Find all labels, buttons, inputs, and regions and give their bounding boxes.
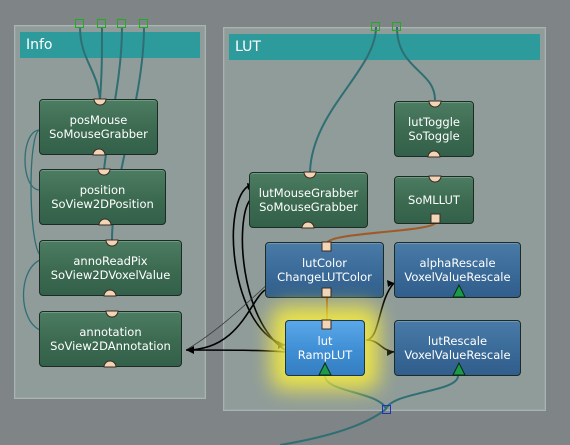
connection-wire <box>241 199 286 351</box>
module-annoReadPix[interactable]: annoReadPix SoView2DVoxelValue <box>39 240 182 296</box>
connection-wire <box>99 26 103 101</box>
module-annotation[interactable]: annotation SoView2DAnnotation <box>39 311 182 367</box>
square-connector-icon[interactable] <box>371 22 380 31</box>
module-name: annoReadPix <box>73 254 148 268</box>
module-name: lutRescale <box>427 334 488 348</box>
square-connector-icon[interactable] <box>139 19 148 28</box>
module-lutColor[interactable]: lutColor ChangeLUTColor <box>265 242 384 298</box>
module-posMouse[interactable]: posMouse SoMouseGrabber <box>39 99 158 155</box>
module-name: lutToggle <box>408 115 460 129</box>
module-type: SoMouseGrabber <box>49 127 148 141</box>
connection-wire <box>30 129 41 256</box>
connection-wire <box>185 349 286 353</box>
module-lutToggle[interactable]: lutToggle SoToggle <box>394 101 474 157</box>
module-type: ChangeLUTColor <box>277 270 372 284</box>
connection-wire <box>232 184 286 346</box>
square-connector-icon[interactable] <box>75 19 84 28</box>
output-connector-icon[interactable] <box>382 405 391 414</box>
square-connector-icon[interactable] <box>392 22 401 31</box>
connection-wire <box>396 26 436 101</box>
connection-wire <box>185 281 271 351</box>
group-lut-title: LUT <box>229 34 540 60</box>
square-connector-icon[interactable] <box>97 19 106 28</box>
module-position[interactable]: position SoView2DPosition <box>39 169 166 225</box>
module-name: SoMLLUT <box>408 193 460 207</box>
module-type: SoView2DVoxelValue <box>50 268 171 282</box>
connection-wire <box>309 26 377 173</box>
module-name: annotation <box>79 325 142 339</box>
module-type: RampLUT <box>297 348 353 362</box>
module-type: SoView2DAnnotation <box>50 339 171 353</box>
module-name: lutMouseGrabber <box>258 186 359 200</box>
module-lutRescale[interactable]: lutRescale VoxelValueRescale <box>394 320 521 376</box>
group-info-title: Info <box>20 32 200 58</box>
module-alphaRescale[interactable]: alphaRescale VoxelValueRescale <box>394 242 521 298</box>
connection-wire <box>185 289 266 351</box>
connection-wire <box>385 375 459 410</box>
connection-wire <box>279 408 387 445</box>
arrow-icon <box>387 349 394 356</box>
connection-wire <box>79 26 101 101</box>
module-name: position <box>79 183 126 197</box>
arrow-icon <box>387 280 394 287</box>
module-type: VoxelValueRescale <box>404 270 511 284</box>
module-name: alphaRescale <box>419 256 496 270</box>
module-name: lutColor <box>301 256 348 270</box>
connection-wire <box>22 259 41 331</box>
module-type: SoView2DPosition <box>51 197 154 211</box>
module-SoMLLUT[interactable]: SoMLLUT <box>394 176 474 224</box>
arrow-icon <box>186 346 194 354</box>
connection-wire <box>24 129 41 191</box>
connection-wire <box>365 282 395 341</box>
module-type: SoToggle <box>408 129 460 143</box>
connection-wire <box>324 375 387 410</box>
square-connector-icon[interactable] <box>117 19 126 28</box>
module-name: lut <box>317 334 333 348</box>
module-type: VoxelValueRescale <box>404 348 511 362</box>
module-name: posMouse <box>69 113 128 127</box>
module-lutMouseGrabber[interactable]: lutMouseGrabber SoMouseGrabber <box>249 172 368 228</box>
connection-wire <box>326 221 437 244</box>
arrow-icon <box>278 341 285 349</box>
module-lut[interactable]: lut RampLUT <box>285 320 365 376</box>
module-type: SoMouseGrabber <box>259 200 358 214</box>
